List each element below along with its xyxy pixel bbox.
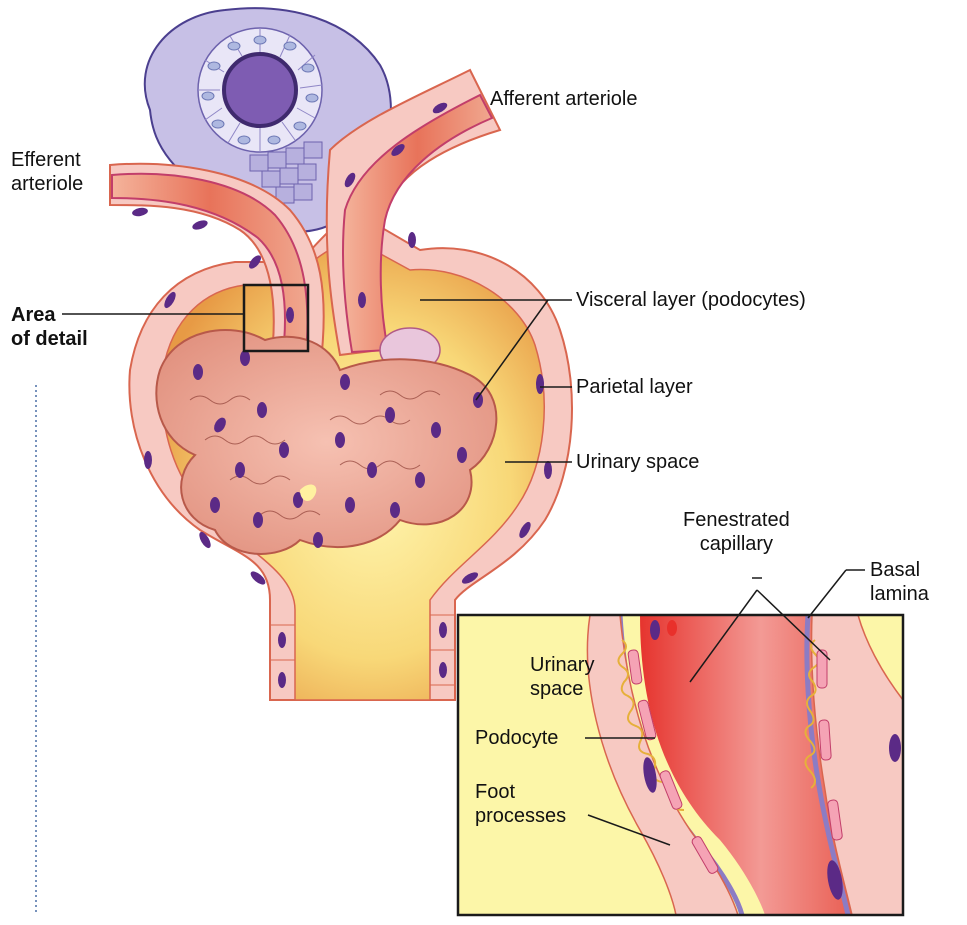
label-inset-urinary-space: Urinary space — [530, 653, 594, 701]
label-foot-processes: Foot processes — [475, 780, 566, 828]
detail-inset — [458, 615, 903, 915]
label-podocyte: Podocyte — [475, 726, 558, 750]
label-fenestrated-capillary: Fenestrated capillary — [683, 508, 790, 556]
label-area-of-detail: Area of detail — [11, 303, 88, 351]
label-basal-lamina: Basal lamina — [870, 558, 929, 606]
label-efferent-arteriole: Efferent arteriole — [11, 148, 83, 196]
label-urinary-space: Urinary space — [576, 450, 699, 474]
label-afferent-arteriole: Afferent arteriole — [490, 87, 638, 111]
label-parietal-layer: Parietal layer — [576, 375, 693, 399]
label-visceral-layer: Visceral layer (podocytes) — [576, 288, 806, 312]
